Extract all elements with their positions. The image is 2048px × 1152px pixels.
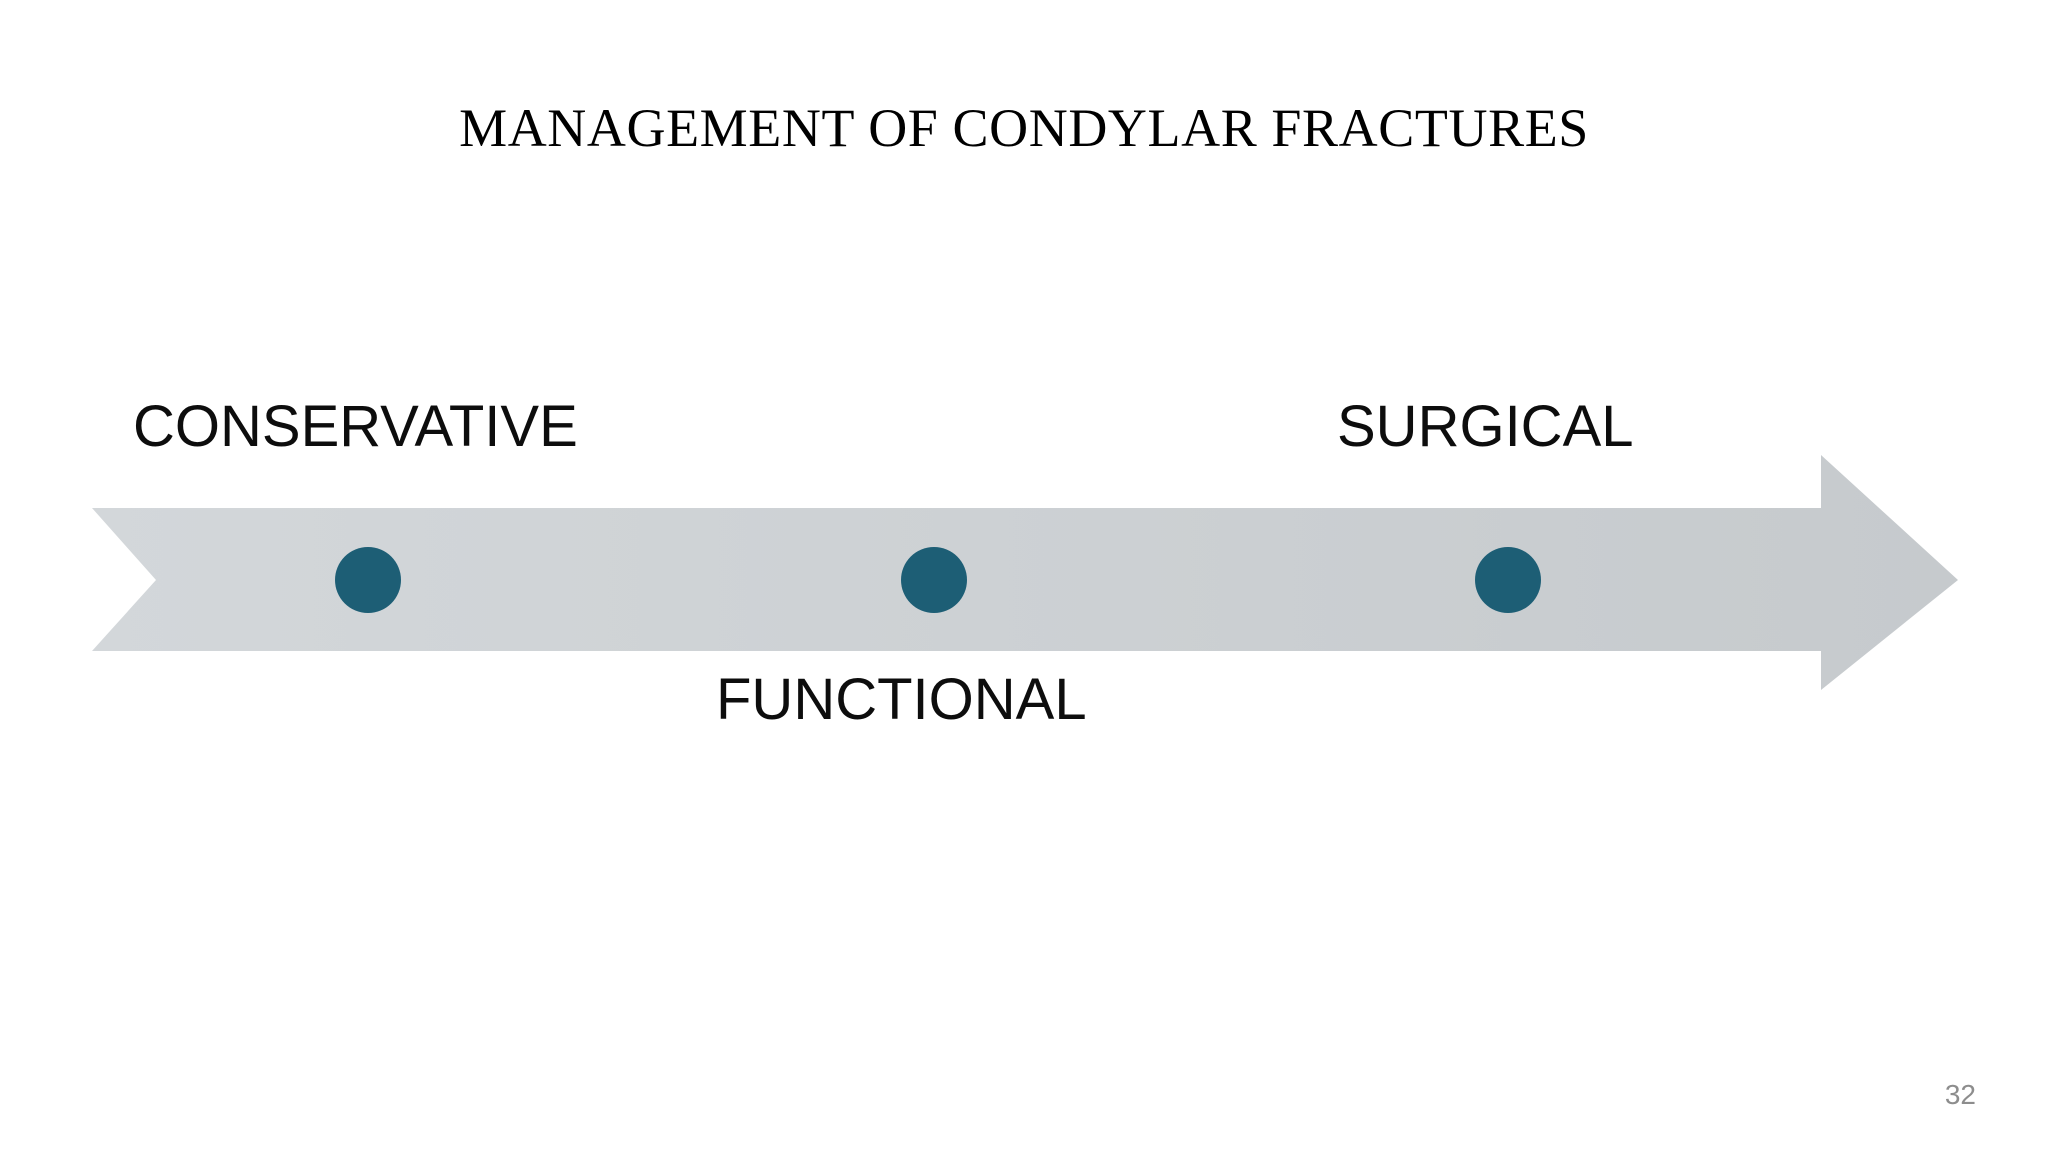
continuum-arrow xyxy=(80,445,1975,700)
arrow-shape-svg xyxy=(92,455,1958,690)
stage-label-functional: FUNCTIONAL xyxy=(716,667,1087,732)
stage-label-conservative: CONSERVATIVE xyxy=(133,394,578,459)
page-title: MANAGEMENT OF CONDYLAR FRACTURES xyxy=(459,98,1589,158)
marker-dot-conservative xyxy=(335,547,401,613)
marker-dot-surgical xyxy=(1475,547,1541,613)
page-number: 32 xyxy=(1944,1079,1976,1110)
arrow-path xyxy=(92,455,1958,690)
stage-label-surgical: SURGICAL xyxy=(1337,394,1634,459)
marker-dot-functional xyxy=(901,547,967,613)
